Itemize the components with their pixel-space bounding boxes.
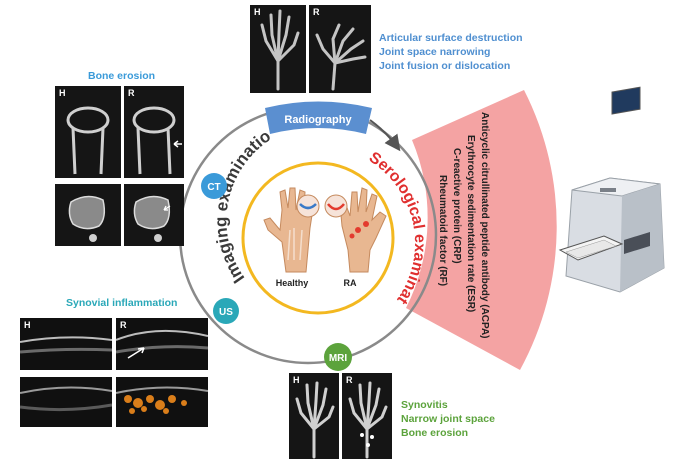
- ct-bone-ra-icon: [132, 106, 182, 175]
- us-badge[interactable]: [213, 298, 239, 324]
- mri-hand-ra-icon: [348, 381, 388, 459]
- healthy-joint-zoom: [296, 194, 320, 218]
- ct-title: Bone erosion: [88, 70, 156, 82]
- mri-badge[interactable]: [324, 343, 352, 371]
- ct-bone-healthy-icon: [66, 106, 110, 175]
- us-ra-doppler-panel: [116, 377, 208, 427]
- us-badge-label: US: [219, 307, 233, 318]
- radiography-findings: Articular surface destruction Joint spac…: [379, 31, 523, 73]
- panel-tag: R: [128, 88, 135, 98]
- ct-badge-label: CT: [207, 182, 220, 193]
- panel-tag: H: [59, 88, 66, 98]
- mri-finding-item: Bone erosion: [401, 427, 469, 439]
- mri-ra-panel: R: [342, 373, 392, 459]
- ct-ra-panel-top: R: [124, 86, 184, 178]
- serological-test-item: C-reactive protein (CRP): [451, 148, 462, 264]
- mri-finding-item: Narrow joint space: [401, 413, 495, 425]
- panel-tag: R: [120, 320, 127, 330]
- xray-hand-healthy-icon: [260, 9, 300, 91]
- radiography-badge-label: Radiography: [284, 114, 352, 126]
- serological-tests-list: Anticyclic citrullinated peptide antibod…: [437, 112, 490, 339]
- serological-test-item: Erythrocyte sedimentation rate (ESR): [465, 135, 476, 312]
- us-title: Synovial inflammation: [66, 297, 178, 309]
- serological-test-item: Anticyclic citrullinated peptide antibod…: [479, 112, 490, 339]
- mri-badge-label: MRI: [329, 353, 348, 364]
- panel-tag: H: [254, 7, 261, 17]
- ct-healthy-panel-top: H: [55, 86, 121, 178]
- inner-ring: [241, 161, 395, 315]
- ring-arrow: [369, 119, 401, 152]
- analyzer-device-image: [558, 86, 665, 293]
- mri-hand-healthy-icon: [295, 381, 335, 459]
- panel-tag: H: [24, 320, 31, 330]
- radiography-healthy-panel: H: [250, 5, 306, 93]
- ct-badge[interactable]: [201, 173, 227, 199]
- ra-hand-illustration: [339, 187, 387, 273]
- mri-findings: Synovitis Narrow joint space Bone erosio…: [401, 398, 495, 440]
- us-ra-panel-top: R: [116, 318, 208, 370]
- mri-finding-item: Synovitis: [401, 399, 448, 411]
- serological-test-item: Rheumatoid factor (RF): [437, 175, 448, 286]
- us-healthy-panel-bottom: [20, 377, 112, 427]
- mri-healthy-panel: H: [289, 373, 339, 459]
- panel-tag: R: [313, 7, 320, 17]
- serological-fan: [406, 90, 557, 370]
- radiography-badge[interactable]: [265, 101, 372, 135]
- panel-tag: H: [293, 375, 300, 385]
- ct-ra-panel-bottom: [124, 184, 184, 246]
- us-healthy-panel-top: H: [20, 318, 112, 370]
- healthy-label: Healthy: [276, 278, 309, 288]
- ra-joint-zoom: [324, 194, 348, 218]
- ra-label: RA: [344, 278, 357, 288]
- radiography-ra-panel: R: [309, 5, 371, 93]
- radiography-finding-item: Articular surface destruction: [379, 32, 523, 44]
- panel-tag: R: [346, 375, 353, 385]
- xray-hand-ra-icon: [315, 23, 367, 91]
- radiography-finding-item: Joint space narrowing: [379, 46, 491, 58]
- ct-healthy-panel-bottom: [55, 184, 121, 246]
- radiography-finding-item: Joint fusion or dislocation: [379, 60, 511, 72]
